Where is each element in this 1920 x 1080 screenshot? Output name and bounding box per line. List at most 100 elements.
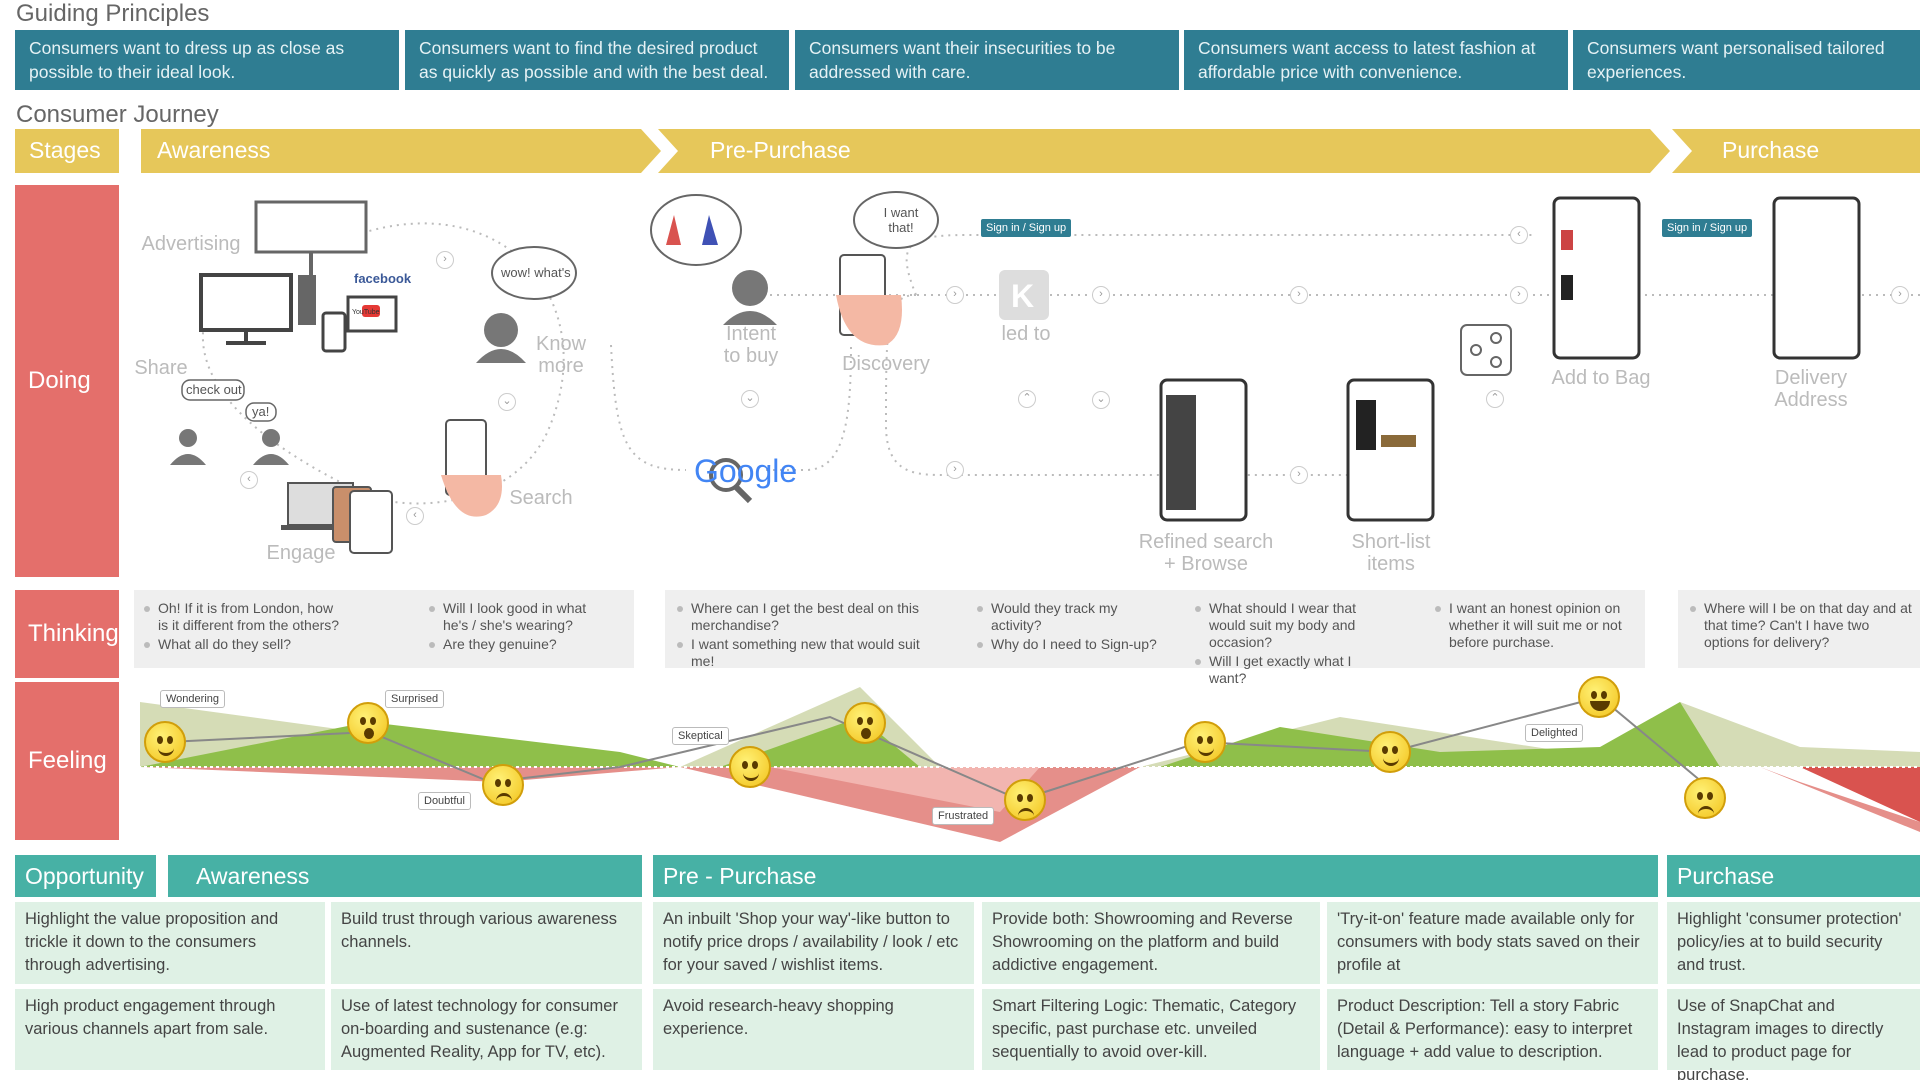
know-more-label: Know more	[535, 333, 587, 377]
opportunity-awareness-header: Awareness	[168, 855, 642, 897]
advertising-label: Advertising	[141, 233, 241, 255]
thought: Will I get exactly what I want?	[1195, 653, 1385, 687]
chevron-right-icon: ›	[1891, 286, 1909, 304]
chevron-down-icon: ⌄	[741, 390, 759, 408]
principle-5: Consumers want personalised tailored exp…	[1573, 30, 1920, 90]
wondering-emoji-icon	[144, 721, 186, 763]
chevron-right-icon: ›	[1290, 466, 1308, 484]
opportunity-cell: Product Description: Tell a story Fabric…	[1327, 989, 1658, 1070]
thought: Are they genuine?	[429, 636, 589, 653]
thought: I want an honest opinion on whether it w…	[1435, 600, 1625, 651]
opportunity-cell: Provide both: Showrooming and Reverse Sh…	[982, 902, 1320, 984]
opportunity-cell: Build trust through various awareness ch…	[331, 902, 642, 984]
chevron-right-icon: ›	[1092, 286, 1110, 304]
facebook-logo: facebook	[354, 271, 412, 286]
opportunity-cell: Smart Filtering Logic: Thematic, Categor…	[982, 989, 1320, 1070]
chevron-up-icon: ⌃	[1018, 390, 1036, 408]
sign-in-button-1[interactable]: Sign in / Sign up	[981, 219, 1072, 237]
principle-1: Consumers want to dress up as close as p…	[15, 30, 399, 90]
stage-pre-purchase: Pre-Purchase	[658, 129, 1670, 173]
thought: What all do they sell?	[144, 636, 344, 653]
chevron-right-icon: ›	[1510, 286, 1528, 304]
share-label: Share	[134, 357, 188, 379]
thought: Why do I need to Sign-up?	[977, 636, 1167, 653]
discovery-label: Discovery	[842, 353, 930, 375]
stage-purchase-label: Purchase	[1722, 137, 1820, 163]
opportunity-cell: An inbuilt 'Shop your way'-like button t…	[653, 902, 974, 984]
content-emoji-icon	[1369, 731, 1411, 773]
intent-to-buy-label: Intent to buy	[723, 323, 779, 367]
ya-bubble: ya!	[252, 404, 270, 419]
frustrated-emoji-icon	[1004, 779, 1046, 821]
thought: I want something new that would suit me!	[677, 636, 937, 670]
opportunity-purchase-header: Purchase	[1667, 855, 1920, 897]
stage-arrow-shape	[658, 129, 1670, 173]
opportunity-cell: Use of latest technology for consumer on…	[331, 989, 642, 1070]
thought: Will I look good in what he's / she's we…	[429, 600, 589, 634]
led-to-label: led to	[1001, 323, 1051, 345]
frustrated-emoji-icon	[1684, 777, 1726, 819]
doing-area: K Advertising Share Engage Search Know m…	[126, 185, 1920, 580]
wow-bubble: wow! what's	[501, 265, 571, 280]
add-to-bag-label: Add to Bag	[1551, 367, 1651, 389]
feeling-label-doubtful: Doubtful	[418, 792, 471, 810]
stage-awareness: Awareness	[141, 129, 661, 173]
thought: What should I wear that would suit my bo…	[1195, 600, 1385, 651]
chevron-right-icon: ›	[946, 461, 964, 479]
thinking-purchase: Where will I be on that day and at that …	[1678, 590, 1920, 668]
opportunity-cell: 'Try-it-on' feature made available only …	[1327, 902, 1658, 984]
feeling-label-skeptical: Skeptical	[672, 727, 729, 745]
skeptical-emoji-icon	[729, 746, 771, 788]
search-label: Search	[509, 487, 573, 509]
chevron-up-icon: ⌃	[1486, 390, 1504, 408]
consumer-journey-title: Consumer Journey	[16, 101, 219, 128]
thought: Oh! If it is from London, how is it diff…	[144, 600, 344, 634]
svg-text:K: K	[1011, 278, 1034, 314]
thinking-pre-purchase: Where can I get the best deal on this me…	[665, 590, 1645, 686]
feeling-label-frustrated: Frustrated	[932, 807, 995, 825]
surprised-emoji-icon	[347, 702, 389, 744]
short-list-label: Short-list items	[1351, 531, 1431, 575]
sign-in-button-2[interactable]: Sign in / Sign up	[1662, 219, 1753, 237]
stage-purchase: Purchase	[1672, 129, 1920, 173]
opportunity-cell: High product engagement through various …	[15, 989, 325, 1070]
opportunity-label: Opportunity	[15, 855, 156, 897]
surprised-emoji-icon	[844, 702, 886, 744]
stage-awareness-label: Awareness	[157, 137, 271, 163]
thought: Where can I get the best deal on this me…	[677, 600, 937, 634]
doing-illustrations: K	[170, 191, 1920, 554]
chevron-icon: ›	[436, 251, 454, 269]
opportunity-cell: Use of SnapChat and Instagram images to …	[1667, 989, 1920, 1080]
feeling-label: Feeling	[15, 682, 119, 840]
opportunity-cell: Avoid research-heavy shopping experience…	[653, 989, 974, 1070]
chevron-down-icon: ⌄	[498, 393, 516, 411]
engage-label: Engage	[266, 542, 336, 564]
google-logo: Google	[694, 453, 798, 489]
stage-pre-purchase-label: Pre-Purchase	[710, 137, 851, 163]
thought: Would they track my activity?	[977, 600, 1167, 634]
opportunity-cell: Highlight 'consumer protection' policy/i…	[1667, 902, 1920, 984]
chevron-icon: ‹	[406, 507, 424, 525]
delighted-emoji-icon	[1578, 676, 1620, 718]
doing-label: Doing	[15, 185, 119, 577]
guiding-principles-title: Guiding Principles	[16, 0, 210, 27]
stages-label: Stages	[15, 129, 119, 173]
thinking-label: Thinking	[15, 590, 119, 678]
youtube-logo: YouTube	[352, 309, 380, 316]
chevron-icon: ‹	[240, 471, 258, 489]
wondering-emoji-icon	[1184, 721, 1226, 763]
thought: Where will I be on that day and at that …	[1690, 600, 1915, 651]
chevron-right-icon: ›	[1290, 286, 1308, 304]
refined-search-label: Refined search + Browse	[1138, 531, 1274, 575]
i-want-that-bubble: I want that!	[883, 205, 919, 235]
delivery-address-label: Delivery Address	[1774, 367, 1848, 411]
chevron-down-icon: ⌄	[1092, 391, 1110, 409]
opportunity-cell: Highlight the value proposition and tric…	[15, 902, 325, 984]
thinking-awareness: Oh! If it is from London, how is it diff…	[134, 590, 634, 668]
stage-arrow-shape	[1672, 129, 1920, 173]
chevron-left-icon: ‹	[1510, 226, 1528, 244]
stage-arrow-shape	[141, 129, 661, 173]
principle-3: Consumers want their insecurities to be …	[795, 30, 1179, 90]
principle-2: Consumers want to find the desired produ…	[405, 30, 789, 90]
principle-4: Consumers want access to latest fashion …	[1184, 30, 1568, 90]
